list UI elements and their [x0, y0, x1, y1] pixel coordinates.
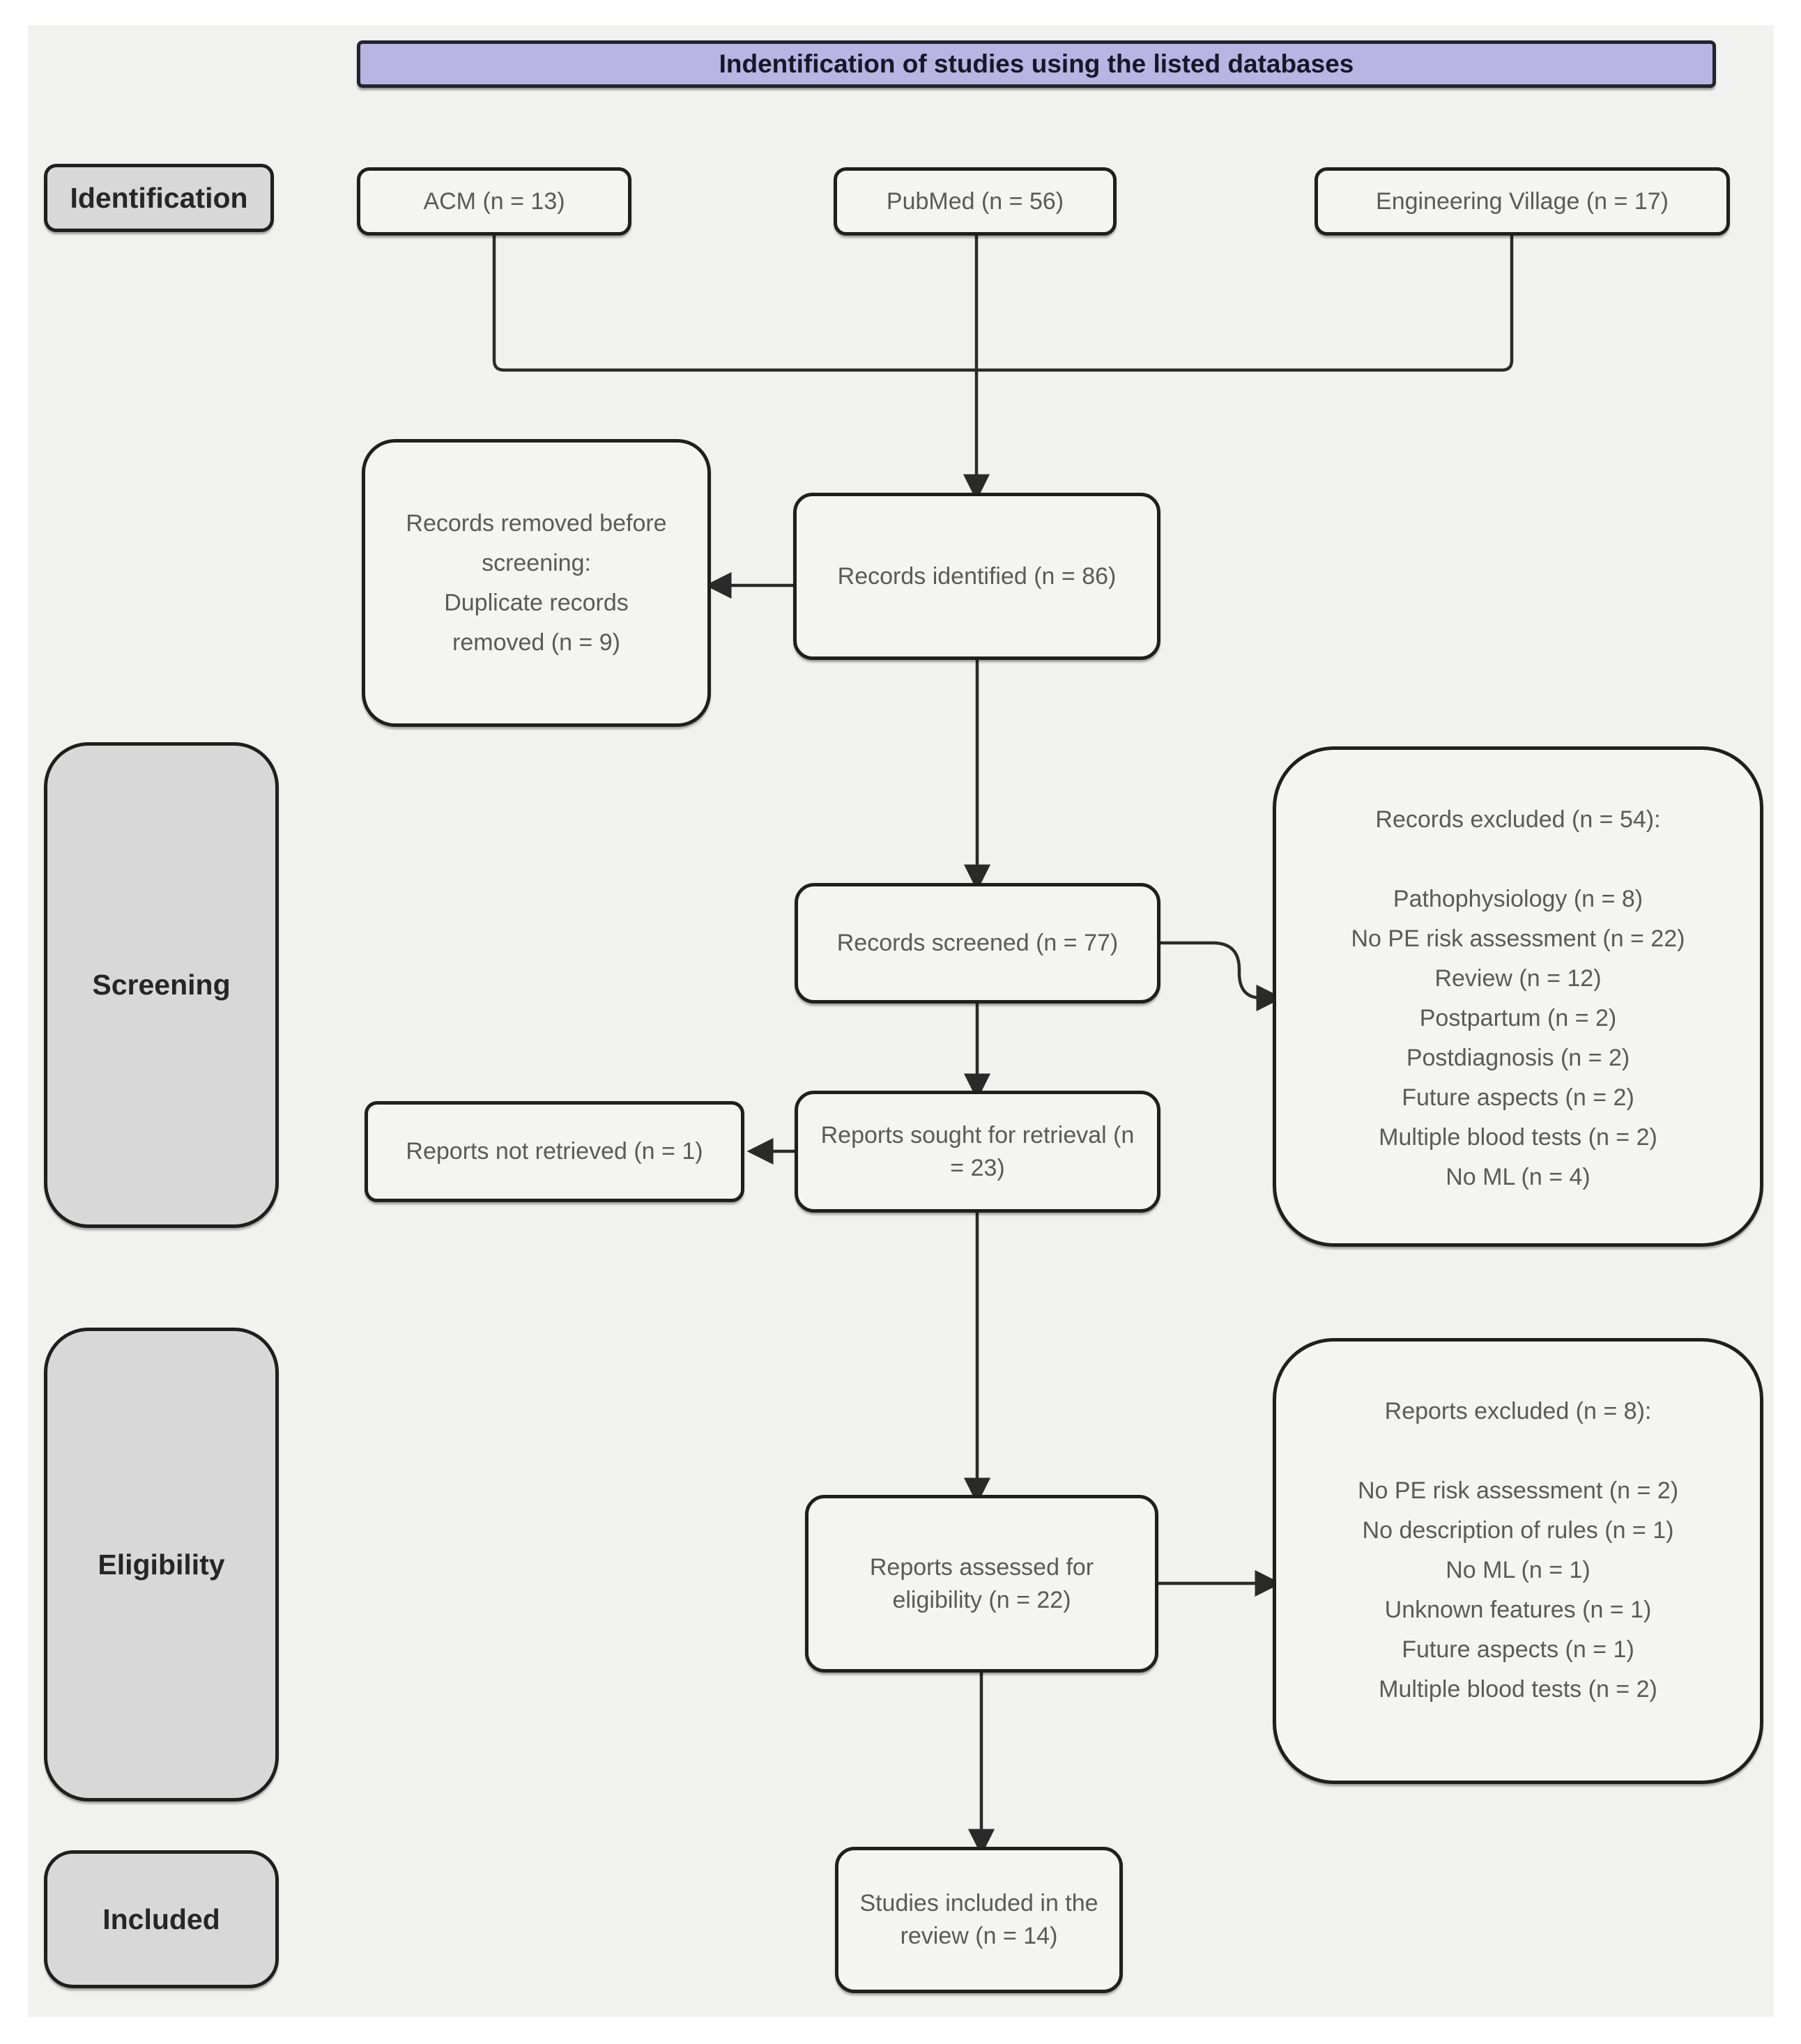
- stage-label-text: Included: [102, 1903, 220, 1935]
- stage-label-identification: Identification: [44, 164, 274, 232]
- header-banner-label: Indentification of studies using the lis…: [719, 49, 1354, 78]
- stage-label-screening: Screening: [44, 742, 279, 1228]
- reports-excluded-box: Reports excluded (n = 8): No PE risk ass…: [1273, 1338, 1763, 1784]
- excluded-reason: Multiple blood tests (n = 2): [1379, 1124, 1657, 1151]
- excluded-reason: Future aspects (n = 1): [1402, 1636, 1634, 1663]
- reports-assessed-box: Reports assessed for eligibility (n = 22…: [805, 1495, 1158, 1673]
- excluded-reason: Pathophysiology (n = 8): [1393, 886, 1643, 912]
- stage-label-eligibility: Eligibility: [44, 1328, 279, 1801]
- excluded-reason: Multiple blood tests (n = 2): [1379, 1676, 1657, 1703]
- database-label: ACM (n = 13): [423, 187, 565, 215]
- reports-sought-box: Reports sought for retrieval (n = 23): [795, 1091, 1160, 1213]
- reports-assessed-label: Reports assessed for eligibility (n = 22…: [869, 1553, 1094, 1613]
- excluded-reason: Unknown features (n = 1): [1384, 1597, 1652, 1623]
- database-label: PubMed (n = 56): [886, 187, 1064, 215]
- reports-not-retrieved-box: Reports not retrieved (n = 1): [365, 1101, 744, 1202]
- studies-included-label: Studies included in the review (n = 14): [859, 1890, 1098, 1949]
- excluded-reason: No ML (n = 4): [1446, 1164, 1591, 1190]
- stage-label-text: Screening: [92, 969, 231, 1001]
- stage-label-text: Identification: [70, 181, 248, 214]
- records-screened-box: Records screened (n = 77): [795, 883, 1160, 1004]
- excluded-reason: No PE risk assessment (n = 22): [1351, 925, 1685, 952]
- studies-included-box: Studies included in the review (n = 14): [835, 1847, 1123, 1993]
- excluded-reason: Postpartum (n = 2): [1419, 1005, 1617, 1031]
- records-screened-label: Records screened (n = 77): [836, 930, 1119, 957]
- excluded-reason: No ML (n = 1): [1446, 1557, 1591, 1583]
- reports-excluded-title: Reports excluded (n = 8):: [1384, 1398, 1652, 1424]
- excluded-reason: No description of rules (n = 1): [1362, 1517, 1674, 1544]
- stage-label-text: Eligibility: [98, 1548, 225, 1581]
- excluded-reason: Future aspects (n = 2): [1402, 1084, 1634, 1111]
- records-excluded-box: Records excluded (n = 54): Pathophysiolo…: [1273, 746, 1763, 1247]
- records-identified-label: Records identified (n = 86): [837, 562, 1117, 590]
- database-box-engineering-village: Engineering Village (n = 17): [1315, 167, 1730, 236]
- records-removed-line: Duplicate records removed (n = 9): [444, 589, 629, 656]
- database-label: Engineering Village (n = 17): [1376, 187, 1669, 215]
- records-removed-box: Records removed before screening: Duplic…: [362, 439, 711, 727]
- records-excluded-title: Records excluded (n = 54):: [1375, 806, 1661, 833]
- excluded-reason: Postdiagnosis (n = 2): [1406, 1045, 1630, 1071]
- stage-label-included: Included: [44, 1850, 279, 1988]
- reports-not-retrieved-label: Reports not retrieved (n = 1): [406, 1138, 703, 1165]
- records-removed-line: Records removed before screening:: [406, 509, 667, 576]
- header-banner: Indentification of studies using the lis…: [357, 40, 1716, 88]
- database-box-pubmed: PubMed (n = 56): [834, 167, 1117, 236]
- records-identified-box: Records identified (n = 86): [793, 493, 1160, 660]
- reports-sought-label: Reports sought for retrieval (n = 23): [820, 1121, 1135, 1181]
- database-box-acm: ACM (n = 13): [357, 167, 631, 236]
- excluded-reason: Review (n = 12): [1434, 965, 1602, 992]
- excluded-reason: No PE risk assessment (n = 2): [1357, 1477, 1679, 1504]
